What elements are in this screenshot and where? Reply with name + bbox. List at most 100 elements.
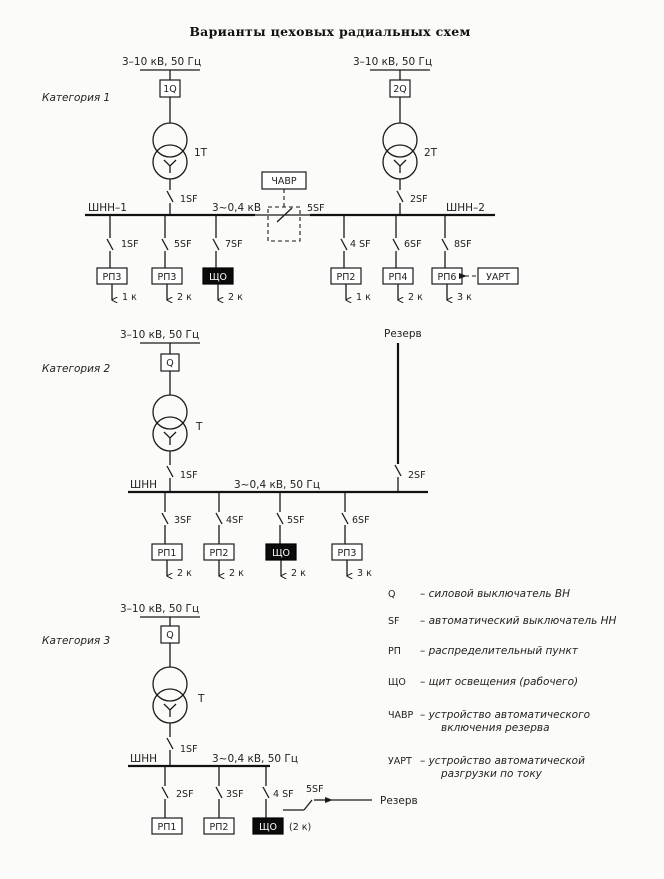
svg-text:(2 к): (2 к) (289, 822, 311, 833)
cat2-reserve-label: Резерв (384, 328, 422, 340)
legend-item-avr: ЧАВР – устройство автоматического включе… (388, 709, 590, 734)
svg-text:– распределительный пункт: – распределительный пункт (420, 645, 579, 657)
svg-text:РП4: РП4 (389, 272, 408, 283)
svg-text:– силовой выключатель ВН: – силовой выключатель ВН (420, 588, 570, 600)
svg-text:5SF: 5SF (287, 515, 305, 526)
svg-text:2 к: 2 к (291, 568, 306, 579)
svg-text:Q: Q (166, 630, 173, 641)
source-1-voltage: 3–10 кВ, 50 Гц (122, 56, 201, 68)
svg-text:1 к: 1 к (356, 292, 371, 303)
breaker-1q-label: 1Q (163, 84, 177, 95)
category-1-scheme: Категория 1 3–10 кВ, 50 Гц 1Q 1T 1SF 3–1… (42, 56, 519, 303)
cat2-transformer-secondary (152, 416, 188, 452)
cat2-feeder-3sf: 3SF РП1 2 к (151, 492, 192, 579)
svg-text:4SF: 4SF (226, 515, 244, 526)
sf-main-1-label: 1SF (180, 194, 198, 205)
breaker-2q-label: 2Q (393, 84, 407, 95)
cat2-source-voltage: 3–10 кВ, 50 Гц (120, 329, 199, 341)
cat2-feeder-6sf: 6SF РП3 3 к (331, 492, 372, 579)
svg-text:3~0,4 кВ, 50 Гц: 3~0,4 кВ, 50 Гц (212, 753, 298, 765)
legend-item-shchO: ЩО – щит освещения (рабочего) (388, 676, 578, 688)
svg-text:4 SF: 4 SF (273, 789, 294, 800)
svg-text:3SF: 3SF (174, 515, 192, 526)
svg-text:2 к: 2 к (408, 292, 423, 303)
svg-text:РП1: РП1 (158, 822, 177, 833)
svg-text:3 к: 3 к (357, 568, 372, 579)
svg-text:РП2: РП2 (210, 822, 229, 833)
uart-label: УАРТ (486, 272, 510, 283)
svg-text:1 к: 1 к (122, 292, 137, 303)
svg-text:– устройство автоматического: – устройство автоматического (420, 709, 590, 721)
category-3-label: Категория 3 (42, 635, 110, 647)
transformer-2t-label: 2T (424, 147, 438, 159)
sf-main-2-label: 2SF (410, 194, 428, 205)
svg-text:SF: SF (388, 616, 400, 627)
svg-text:3~0,4 кВ, 50 Гц: 3~0,4 кВ, 50 Гц (234, 479, 320, 491)
svg-text:1SF: 1SF (180, 470, 198, 481)
legend-item-rp: РП – распределительный пункт (388, 645, 579, 657)
svg-text:РП6: РП6 (438, 272, 457, 283)
svg-text:6SF: 6SF (352, 515, 370, 526)
feeder-1sf: 1SF РП3 1 к (96, 215, 139, 303)
bus-1-label: ШНН–1 (88, 202, 127, 214)
svg-text:2SF: 2SF (176, 789, 194, 800)
cat3-source-voltage: 3–10 кВ, 50 Гц (120, 603, 199, 615)
svg-text:РП2: РП2 (337, 272, 356, 283)
cat3-feeder-2sf: 2SF РП1 (151, 766, 194, 835)
feeder-5sf: 5SF РП3 2 к (151, 215, 192, 303)
svg-text:8SF: 8SF (454, 239, 472, 250)
cat3-transformer-secondary (152, 688, 188, 724)
svg-text:РП2: РП2 (210, 548, 229, 559)
svg-text:РП3: РП3 (338, 548, 357, 559)
transformer-1t-label: 1T (194, 147, 208, 159)
svg-text:ЩО: ЩО (272, 548, 290, 559)
svg-text:ЩО: ЩО (259, 822, 277, 833)
transformer-1t-secondary (152, 144, 188, 180)
svg-text:2 к: 2 к (228, 292, 243, 303)
sf-tie-label: 5SF (307, 203, 325, 214)
source-2-voltage: 3–10 кВ, 50 Гц (353, 56, 432, 68)
bus-voltage-label: 3~0,4 кВ (212, 202, 261, 214)
svg-text:ЩО: ЩО (209, 272, 227, 283)
svg-text:T: T (197, 693, 205, 705)
svg-text:2 к: 2 к (229, 568, 244, 579)
cat2-feeder-5sf: 5SF ЩО 2 к (265, 492, 306, 579)
svg-text:3SF: 3SF (226, 789, 244, 800)
svg-text:T: T (195, 421, 203, 433)
category-3-scheme: Категория 3 3–10 кВ, 50 Гц Q T 1SF ШНН 3… (42, 603, 418, 835)
svg-text:ШНН: ШНН (130, 753, 157, 765)
bus-2-label: ШНН–2 (446, 202, 485, 214)
sectional-breaker-zone (267, 206, 301, 242)
uart-device (477, 267, 519, 285)
cat3-transformer-primary (152, 666, 188, 702)
svg-text:Q: Q (388, 589, 395, 600)
transformer-2t-primary (382, 122, 418, 158)
svg-text:РП: РП (388, 646, 401, 657)
svg-text:РП3: РП3 (103, 272, 122, 283)
svg-text:ЧАВР: ЧАВР (388, 710, 414, 721)
svg-text:7SF: 7SF (225, 239, 243, 250)
page-title: Варианты цеховых радиальных схем (189, 24, 470, 39)
svg-text:РП1: РП1 (158, 548, 177, 559)
svg-text:4 SF: 4 SF (350, 239, 371, 250)
svg-text:1SF: 1SF (180, 744, 198, 755)
legend: Q – силовой выключатель ВН SF – автомати… (388, 588, 617, 780)
feeder-6sf: 6SF РП4 2 к (382, 215, 423, 303)
svg-text:– щит освещения (рабочего): – щит освещения (рабочего) (420, 676, 578, 688)
cat3-reserve-label: Резерв (380, 795, 418, 807)
feeder-8sf: 8SF РП6 3 к (431, 215, 472, 303)
svg-text:3 к: 3 к (457, 292, 472, 303)
svg-text:РП3: РП3 (158, 272, 177, 283)
svg-text:5SF: 5SF (174, 239, 192, 250)
avr-label: ЧАВР (271, 176, 297, 187)
legend-item-q: Q – силовой выключатель ВН (388, 588, 570, 600)
legend-item-uart: УАРТ – устройство автоматической разгруз… (388, 755, 585, 780)
svg-text:– автоматический выключатель Н: – автоматический выключатель НН (420, 615, 617, 627)
svg-text:ШНН: ШНН (130, 479, 157, 491)
svg-text:разгрузки по току: разгрузки по току (440, 768, 543, 780)
svg-text:2 к: 2 к (177, 292, 192, 303)
transformer-1t-primary (152, 122, 188, 158)
cat3-feeder-3sf: 3SF РП2 (203, 766, 244, 835)
category-2-label: Категория 2 (42, 363, 111, 375)
